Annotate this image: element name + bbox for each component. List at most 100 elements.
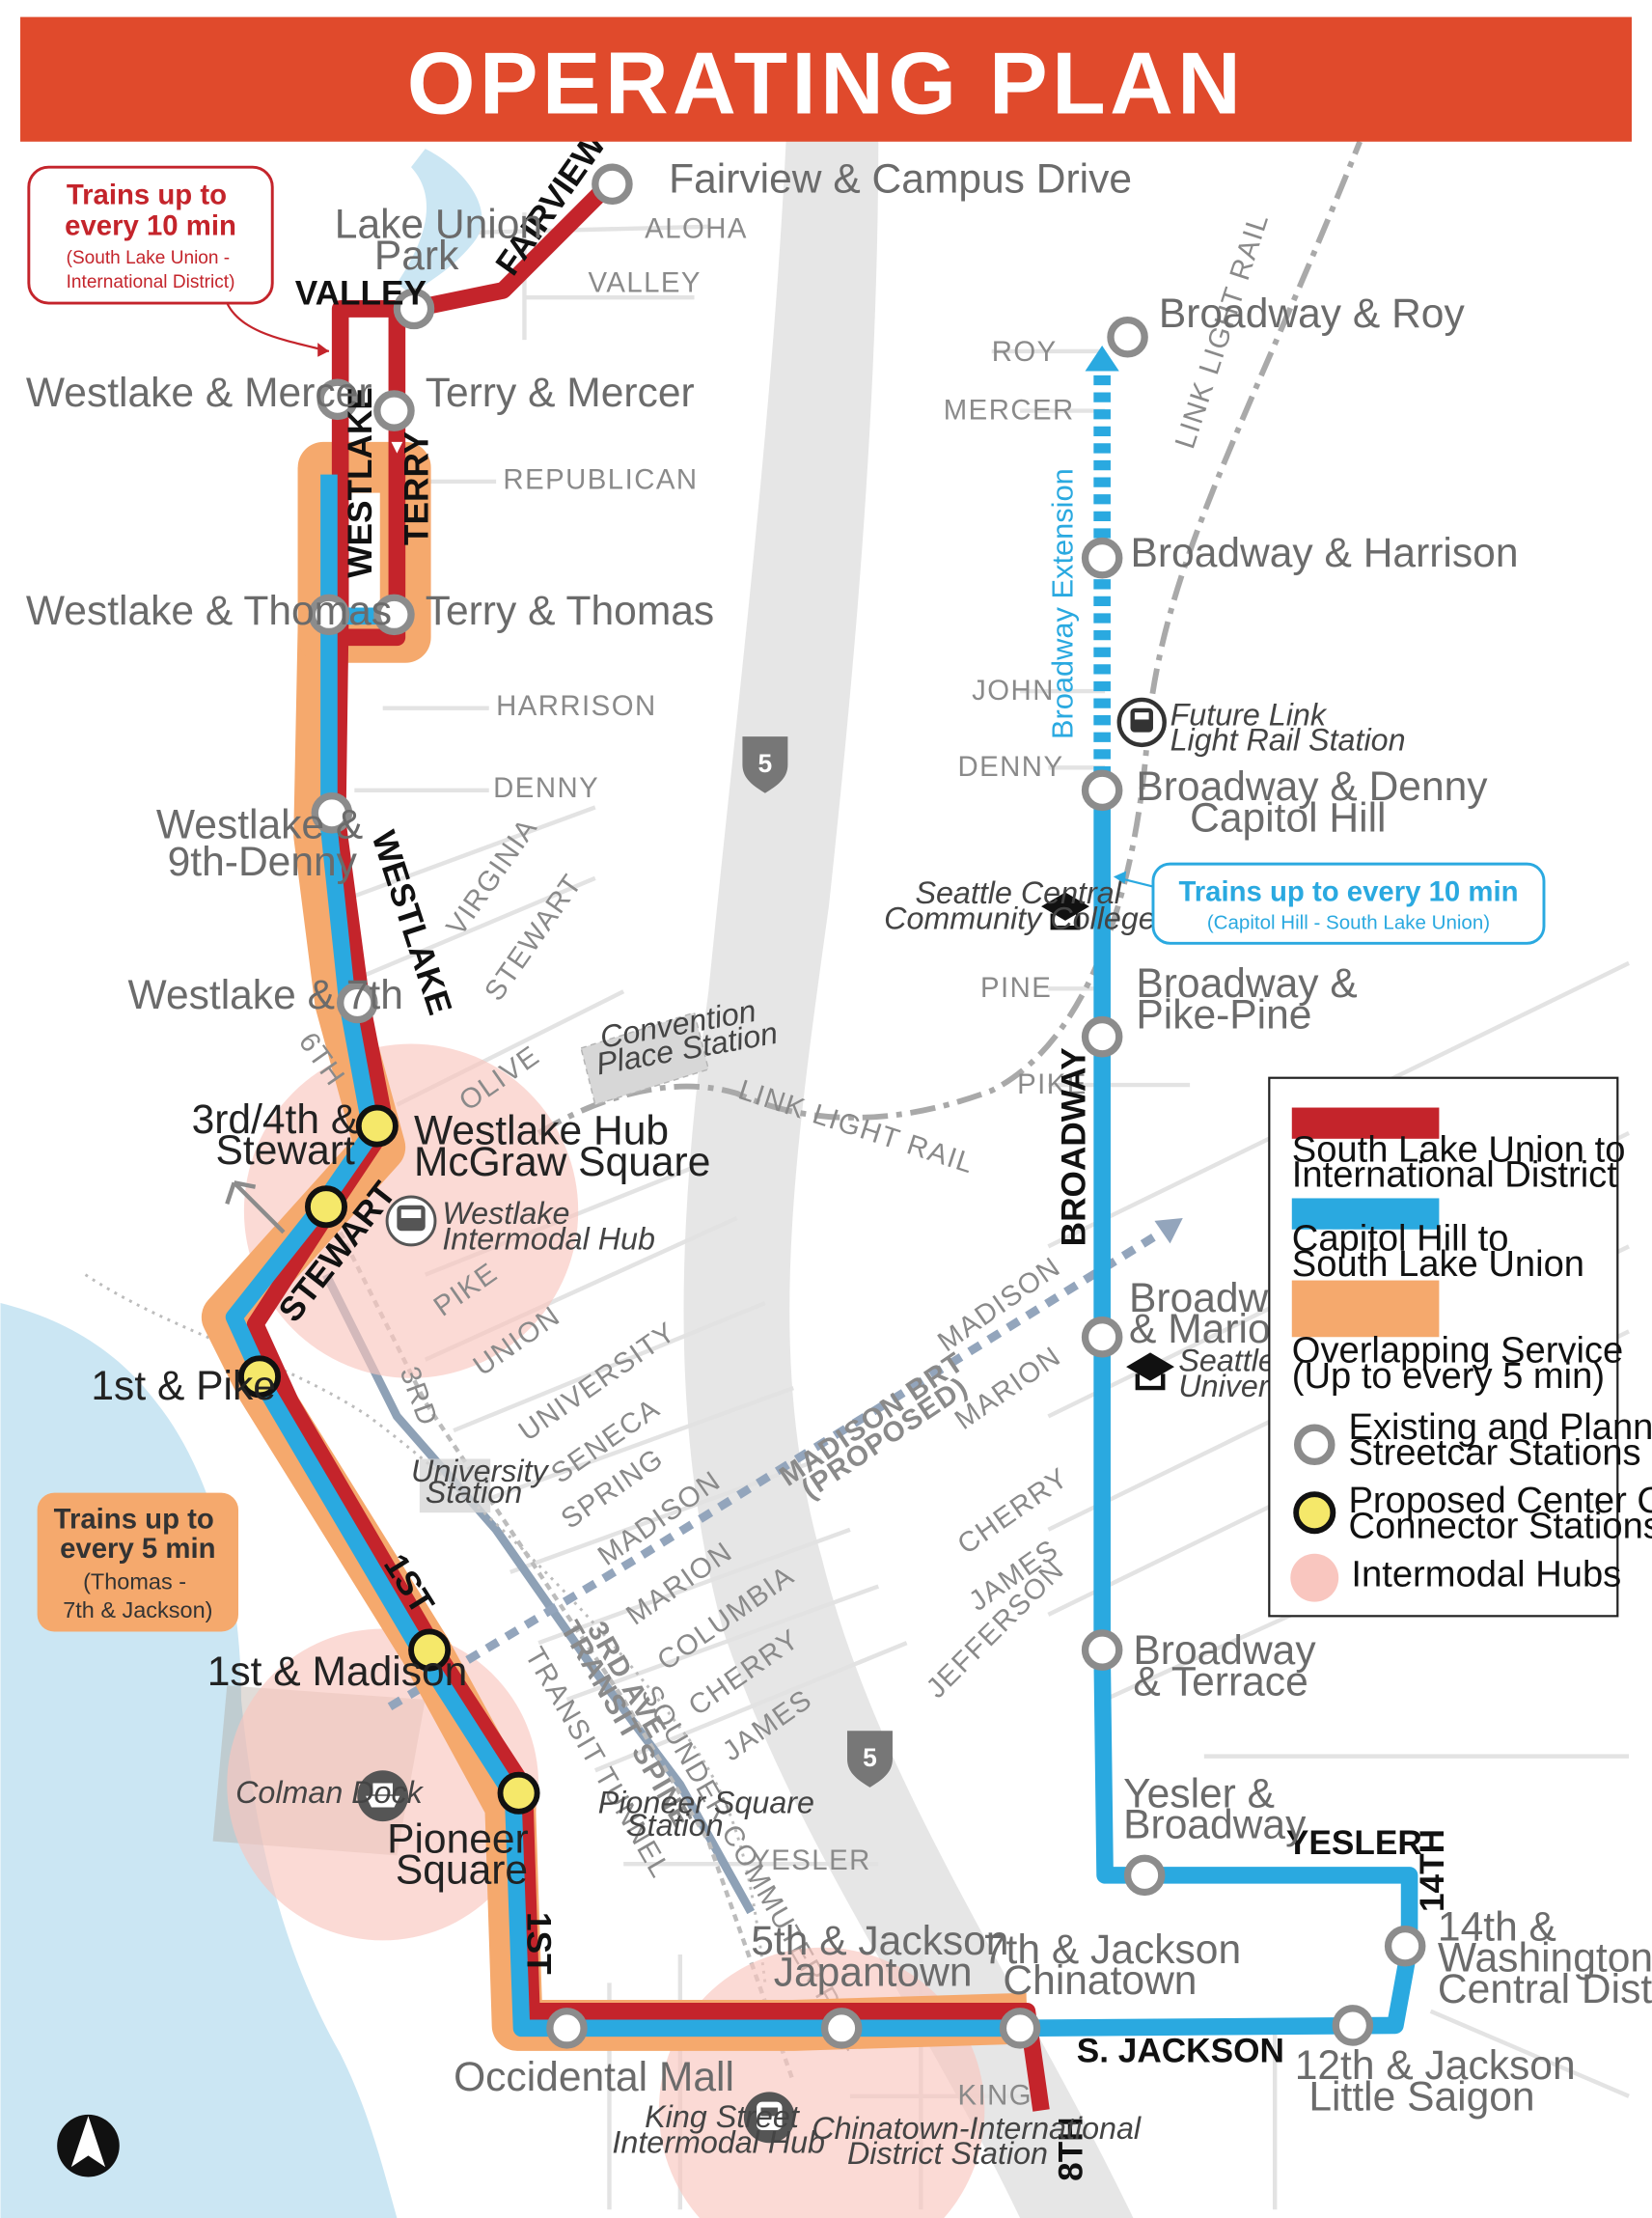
- svg-text:Overlapping Service(Up to ever: Overlapping Service(Up to every 5 min): [1292, 1330, 1623, 1397]
- svg-text:WESTLAKE: WESTLAKE: [342, 387, 379, 578]
- svg-text:DENNY: DENNY: [957, 751, 1063, 783]
- station-broadway-roy: [1107, 316, 1148, 358]
- svg-text:KING: KING: [957, 2080, 1032, 2112]
- title-banner: OPERATING PLAN: [20, 16, 1632, 142]
- station-7th-jackson: [999, 2008, 1041, 2049]
- third-ave-transit-spine: [322, 1272, 756, 1915]
- svg-text:Trains up to every 10 mi: Trains up to every 10 min: [65, 179, 236, 241]
- blue-line-route: [225, 474, 1418, 2038]
- svg-text:PIKE: PIKE: [1017, 1068, 1088, 1100]
- legend-hub-icon: [1290, 1553, 1339, 1602]
- terry-direction-arrow: [391, 441, 403, 454]
- svg-text:Trains up to every 5 min: Trains up to every 5 min: [54, 1503, 222, 1565]
- station-pioneer-square: [497, 1771, 540, 1815]
- svg-text:ROY: ROY: [992, 336, 1058, 368]
- svg-text:Broadway &Pike-Pine: Broadway &Pike-Pine: [1136, 960, 1357, 1038]
- svg-text:Westlake & 7th: Westlake & 7th: [128, 972, 403, 1018]
- svg-text:Westlake & Thomas: Westlake & Thomas: [26, 588, 392, 634]
- svg-text:Yesler &Broadway: Yesler &Broadway: [1123, 1770, 1307, 1847]
- station-occidental: [546, 2008, 588, 2049]
- station-terry-mercer: [373, 390, 415, 431]
- station-1st-pike: [238, 1355, 282, 1399]
- station-broadway-denny: [1081, 769, 1123, 812]
- station-westlake-thomas: [308, 594, 350, 636]
- svg-text:Broadway& Terrace: Broadway& Terrace: [1133, 1627, 1316, 1705]
- station-1st-madison: [408, 1628, 452, 1672]
- svg-text:MERCER: MERCER: [944, 394, 1075, 426]
- svg-text:CHERRY: CHERRY: [951, 1461, 1074, 1561]
- legend-blue-swatch: [1291, 1198, 1440, 1230]
- svg-text:TERRY: TERRY: [399, 431, 436, 545]
- svg-text:5: 5: [863, 1743, 877, 1772]
- link-light-rail-line: [537, 140, 1363, 1136]
- svg-text:Occidental Mall: Occidental Mall: [454, 2054, 734, 2100]
- svg-text:BROADWAY: BROADWAY: [1056, 1047, 1093, 1246]
- svg-text:Terry & Mercer: Terry & Mercer: [426, 370, 695, 416]
- svg-text:Broadway & Harrison: Broadway & Harrison: [1130, 530, 1518, 576]
- station-broadway-harrison: [1081, 537, 1123, 579]
- streetcar-stations: [308, 163, 1426, 2049]
- svg-text:8TH: 8TH: [1053, 2117, 1090, 2181]
- svg-text:S. JACKSON: S. JACKSON: [1077, 2033, 1284, 2070]
- svg-text:PINE: PINE: [980, 972, 1052, 1004]
- station-14th-washington: [1384, 1925, 1426, 1967]
- station-broadway-pike: [1081, 1015, 1123, 1058]
- svg-text:ALOHA: ALOHA: [645, 213, 748, 245]
- station-westlake-hub: [355, 1104, 399, 1148]
- svg-text:VALLEY: VALLEY: [295, 274, 427, 312]
- light-rail-icon: [1116, 697, 1167, 748]
- train-icon: [743, 2092, 795, 2144]
- i5-shield-south: 5: [847, 1731, 893, 1788]
- broadway-extension-arrow: [1085, 346, 1119, 372]
- station-3rd-4th-stewart: [304, 1185, 348, 1229]
- legend-orange-swatch: [1291, 1280, 1440, 1338]
- north-arrow-icon: [57, 2114, 120, 2177]
- station-lake-union-park: [393, 288, 435, 330]
- page-title: OPERATING PLAN: [407, 35, 1246, 132]
- svg-text:Trains up to every 10 min: Trains up to every 10 min: [1178, 875, 1518, 907]
- legend-existing-station-icon: [1293, 1424, 1335, 1466]
- svg-text:(Thomas - 7th & Jackson): (Thomas - 7th & Jackson): [63, 1568, 212, 1622]
- svg-text:Fairview & Campus Drive: Fairview & Campus Drive: [669, 156, 1132, 203]
- svg-text:Westlake &9th-Denny: Westlake &9th-Denny: [156, 802, 363, 885]
- convention-place-station: [580, 1012, 710, 1106]
- svg-text:Terry & Thomas: Terry & Thomas: [426, 588, 714, 634]
- station-yesler-broadway: [1123, 1854, 1166, 1897]
- svg-text:Westlake & Mercer: Westlake & Mercer: [26, 370, 372, 416]
- svg-text:1st & Pike: 1st & Pike: [91, 1363, 276, 1409]
- legend-proposed-station-icon: [1293, 1491, 1336, 1535]
- station-westlake-mercer: [317, 378, 359, 421]
- station-12th-jackson: [1332, 2005, 1374, 2046]
- red-line-terry-loop: [340, 300, 406, 647]
- svg-text:VALLEY: VALLEY: [588, 266, 702, 298]
- svg-text:HARRISON: HARRISON: [496, 690, 657, 722]
- station-fairview-campus: [592, 163, 633, 206]
- svg-text:Proposed Center CityConnector: Proposed Center CityConnector Stations: [1348, 1480, 1652, 1546]
- svg-text:REPUBLICAN: REPUBLICAN: [503, 463, 698, 495]
- connector-stations: [238, 1104, 540, 1815]
- ferry-icon: [357, 1770, 409, 1822]
- svg-text:DENNY: DENNY: [493, 772, 599, 804]
- station-5th-jackson: [820, 2008, 863, 2049]
- graduation-cap-icon: [1041, 892, 1089, 930]
- svg-text:1st & Madison: 1st & Madison: [207, 1649, 468, 1695]
- legend-red-swatch: [1291, 1107, 1440, 1139]
- svg-text:14TH: 14TH: [1414, 1829, 1451, 1912]
